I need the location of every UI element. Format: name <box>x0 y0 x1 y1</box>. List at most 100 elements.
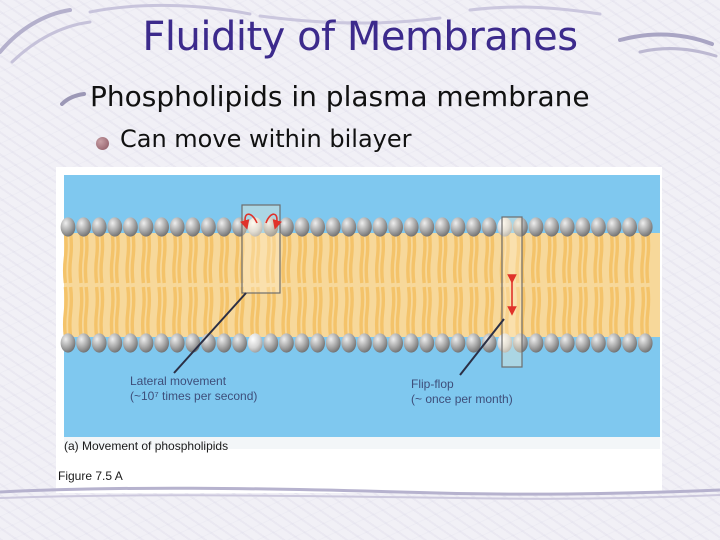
lipid-head <box>294 217 310 237</box>
lipid-head <box>201 333 216 353</box>
lipid-head <box>310 217 325 237</box>
bullet-level-2-text: Can move within bilayer <box>120 125 412 153</box>
lipid-tail <box>390 286 396 338</box>
lipid-tail <box>68 232 74 284</box>
lipid-tail <box>598 286 604 338</box>
lipid-tail <box>551 232 557 284</box>
lipid-head <box>372 217 388 237</box>
lipid-tail <box>161 232 167 284</box>
lipid-tail <box>562 232 568 284</box>
lipid-tail <box>130 232 136 284</box>
lipid-head <box>185 333 201 353</box>
lipid-tail <box>328 232 334 284</box>
lipid-tail <box>406 286 412 338</box>
lipid-head <box>591 333 606 353</box>
lipid-head <box>388 333 403 353</box>
flip-flop-label: Flip-flop (~ once per month) <box>411 377 513 407</box>
lipid-tail <box>567 232 573 284</box>
lipid-tail <box>140 232 146 284</box>
lipid-tail <box>380 232 386 284</box>
lipid-tail <box>114 286 120 338</box>
lipid-tail <box>146 232 152 284</box>
lipid-head <box>606 333 622 353</box>
lipid-tail <box>551 286 557 338</box>
lipid-tail <box>281 286 287 338</box>
lipid-tail <box>302 286 308 338</box>
lipid-tail <box>146 286 152 338</box>
bullet-dot-icon <box>96 137 109 150</box>
lipid-tail <box>452 232 458 284</box>
lipid-tail <box>546 232 552 284</box>
lipid-head <box>185 217 201 237</box>
fluid-lower-band <box>64 437 660 449</box>
lipid-tail <box>125 286 131 338</box>
lipid-head <box>123 217 138 237</box>
lipid-tail <box>172 232 178 284</box>
lipid-tail <box>224 232 230 284</box>
lipid-head <box>310 333 325 353</box>
lipid-tail <box>489 286 495 338</box>
lipid-head <box>138 217 154 237</box>
lipid-tail <box>442 286 448 338</box>
lipid-tail <box>270 286 276 338</box>
flip-flop-leader-line <box>459 318 505 376</box>
lipid-tail <box>348 286 354 338</box>
lipid-tail <box>484 286 490 338</box>
lipid-head <box>232 333 248 353</box>
lipid-tail <box>302 232 308 284</box>
lipid-tail <box>468 232 474 284</box>
lipid-tail <box>364 232 370 284</box>
lipid-tail <box>640 232 646 284</box>
lipid-tail <box>582 232 588 284</box>
lipid-tail <box>333 286 339 338</box>
lipid-head <box>622 217 637 237</box>
lipid-tail <box>78 232 84 284</box>
lipid-head <box>91 333 107 353</box>
lipid-tail <box>239 286 245 338</box>
lipid-head <box>279 217 294 237</box>
lipid-head <box>450 217 466 237</box>
lipid-tail <box>333 232 339 284</box>
lipid-head <box>123 333 138 353</box>
lipid-tail <box>187 232 193 284</box>
lipid-head <box>466 333 481 353</box>
lateral-leader-line <box>173 292 247 374</box>
lipid-tail <box>317 286 323 338</box>
lipid-head <box>388 217 403 237</box>
lipid-head <box>60 217 76 237</box>
lipid-head <box>559 333 575 353</box>
figure-caption: (a) Movement of phospholipids <box>64 439 229 453</box>
lipid-tail <box>645 232 651 284</box>
lipid-head <box>325 217 341 237</box>
lipid-head <box>419 333 435 353</box>
lipid-tail <box>114 232 120 284</box>
lipid-head <box>637 217 653 237</box>
lipid-tail <box>411 286 417 338</box>
lipid-tail <box>629 286 635 338</box>
lipid-tail <box>582 286 588 338</box>
lipid-tail <box>187 286 193 338</box>
lipid-head <box>435 217 450 237</box>
lipid-tail <box>78 286 84 338</box>
lipid-tail <box>645 286 651 338</box>
lipid-tail <box>515 232 521 284</box>
lipid-tail <box>255 286 261 338</box>
lipid-tail <box>562 286 568 338</box>
lipid-tail <box>192 286 198 338</box>
lipid-tail <box>458 286 464 338</box>
lipid-tail <box>426 232 432 284</box>
lipid-tail <box>224 286 230 338</box>
lipid-head <box>450 333 466 353</box>
membrane-illustration <box>60 175 660 449</box>
lipid-tail <box>83 232 89 284</box>
lipid-head <box>357 333 372 353</box>
lipid-tail <box>473 286 479 338</box>
lipid-tail <box>192 232 198 284</box>
lipid-tail <box>208 286 214 338</box>
lipid-tail <box>265 286 271 338</box>
lipid-tail <box>567 286 573 338</box>
lipid-tail <box>234 286 240 338</box>
lipid-tail <box>515 286 521 338</box>
lipid-tail <box>577 286 583 338</box>
lipid-tail <box>130 286 136 338</box>
